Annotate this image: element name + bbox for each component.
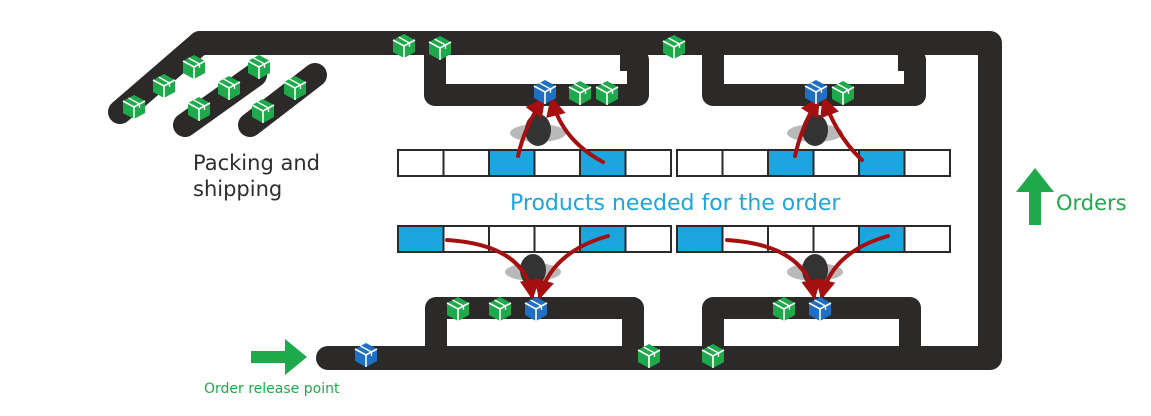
packing-label-line1: Packing and — [193, 151, 320, 175]
shelf-slot — [442, 149, 490, 177]
top-station-loops — [424, 43, 926, 106]
shelf-slot — [488, 225, 536, 253]
products-needed-label: Products needed for the order — [510, 191, 841, 216]
shelf-slot-needed — [397, 225, 445, 253]
pick-arrow — [534, 234, 610, 300]
packing-shipping-label: Packing and shipping — [193, 150, 320, 202]
shelf-slot — [812, 225, 860, 253]
bottom-left-shelf — [397, 225, 672, 253]
operator-top-right — [787, 114, 843, 146]
top-left-shelf — [397, 149, 672, 177]
pick-arrow — [820, 96, 864, 162]
product-shelves — [397, 149, 951, 253]
shelf-slot — [903, 225, 951, 253]
green-arrow-icon — [251, 339, 307, 375]
orders-label: Orders — [1056, 191, 1127, 215]
shelf-slot-needed — [858, 149, 906, 177]
top-right-shelf — [676, 149, 951, 177]
pick-arrow — [815, 234, 890, 300]
pick-arrow — [445, 238, 540, 300]
pick-arrows — [445, 96, 890, 300]
pick-arrow — [546, 96, 605, 164]
bottom-right-shelf — [676, 225, 951, 253]
shelf-slot-needed — [676, 225, 724, 253]
shelf-slot — [624, 149, 672, 177]
order-release-point-label: Order release point — [204, 381, 340, 397]
packing-label-line2: shipping — [193, 177, 283, 201]
shelf-slot — [721, 149, 769, 177]
pick-arrow — [793, 96, 821, 158]
shelf-slot-needed — [767, 149, 815, 177]
shelf-slot — [676, 149, 724, 177]
shelf-slot — [397, 149, 445, 177]
shelf-slot — [624, 225, 672, 253]
shelf-slot — [533, 149, 581, 177]
pick-arrow — [516, 96, 546, 158]
pick-arrow — [725, 238, 822, 300]
shelf-slot — [903, 149, 951, 177]
shelf-slot — [812, 149, 860, 177]
shelf-slot-needed — [488, 149, 536, 177]
green-arrow-icon — [1016, 168, 1054, 225]
shelf-slot — [533, 225, 581, 253]
